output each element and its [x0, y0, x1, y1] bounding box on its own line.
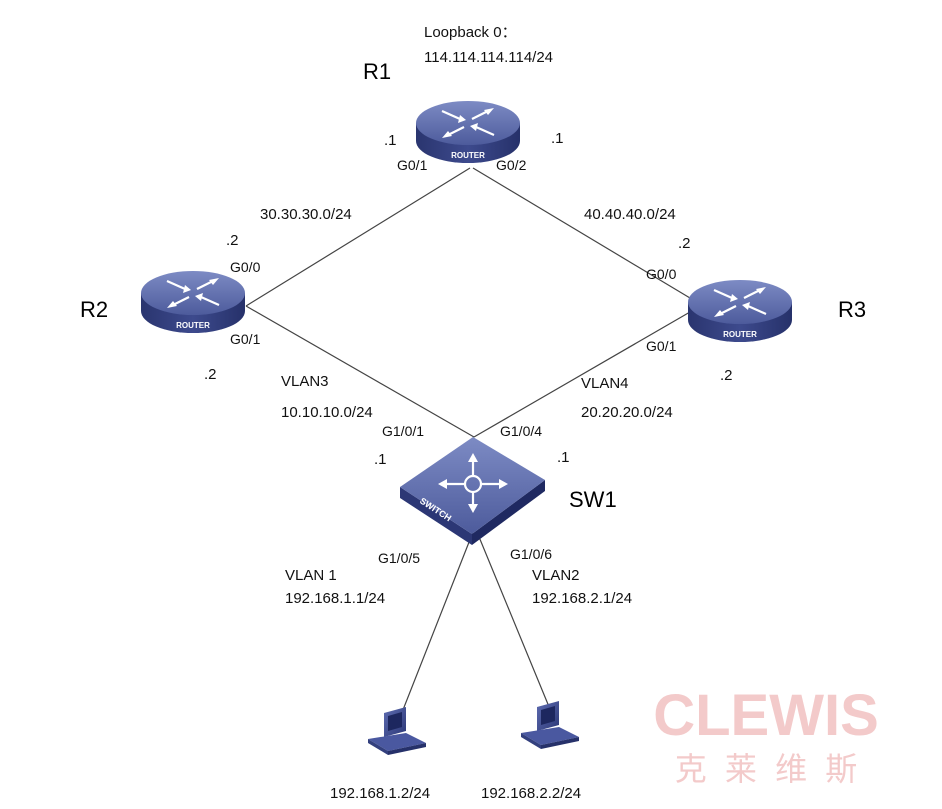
- r2-port-g0-0: G0/0: [230, 259, 261, 275]
- router-r1-type-label: ROUTER: [451, 151, 485, 160]
- sw1-port-g1-0-1: G1/0/1: [382, 423, 425, 439]
- router-r1-icon[interactable]: ROUTER: [416, 101, 520, 163]
- router-r2-type-label: ROUTER: [176, 321, 210, 330]
- r3-port-g0-0: G0/0: [646, 266, 677, 282]
- link-r3-sw1: [473, 311, 691, 438]
- sw1-port-g1-0-5: G1/0/5: [378, 550, 421, 566]
- link-r3-sw1-network: 20.20.20.0/24: [581, 404, 673, 421]
- vlan2-name: VLAN2: [532, 567, 580, 584]
- clewis-watermark-logo: CLEWIS 克 莱 维 斯: [653, 683, 879, 788]
- vlan1-name: VLAN 1: [285, 567, 337, 584]
- pc1-ip: 192.168.1.2/24: [330, 785, 431, 802]
- r1-host-right: .1: [551, 130, 564, 147]
- sw1-port-g1-0-6: G1/0/6: [510, 546, 553, 562]
- r2-host-bottom: .2: [204, 366, 217, 383]
- link-sw1-pc1: [398, 531, 474, 721]
- link-sw1-pc2: [476, 531, 553, 715]
- pc2-icon[interactable]: [521, 701, 579, 749]
- sw1-host-left: .1: [374, 451, 387, 468]
- sw1-host-right: .1: [557, 449, 570, 466]
- r1-port-g0-2: G0/2: [496, 157, 527, 173]
- links: [245, 167, 691, 721]
- link-r1-r2-network: 30.30.30.0/24: [260, 206, 352, 223]
- sw1-port-g1-0-4: G1/0/4: [500, 423, 543, 439]
- link-r3-sw1-vlan: VLAN4: [581, 375, 629, 392]
- link-r1-r3-network: 40.40.40.0/24: [584, 206, 676, 223]
- r2-name: R2: [80, 297, 109, 322]
- r2-port-g0-1: G0/1: [230, 331, 261, 347]
- loopback-address: 114.114.114.114/24: [424, 49, 554, 66]
- vlan1-gateway: 192.168.1.1/24: [285, 590, 386, 607]
- switch-sw1-icon[interactable]: SWITCH: [400, 437, 545, 545]
- router-r2-icon[interactable]: ROUTER: [141, 271, 245, 333]
- link-r2-sw1-network: 10.10.10.0/24: [281, 404, 373, 421]
- link-r1-r2: [245, 167, 471, 307]
- vlan2-gateway: 192.168.2.1/24: [532, 590, 633, 607]
- r1-host-left: .1: [384, 132, 397, 149]
- r2-host-top: .2: [226, 232, 239, 249]
- router-r3-icon[interactable]: ROUTER: [688, 280, 792, 342]
- sw1-name: SW1: [569, 487, 617, 512]
- r3-port-g0-1: G0/1: [646, 338, 677, 354]
- r3-host-bottom: .2: [720, 367, 733, 384]
- r3-name: R3: [838, 297, 867, 322]
- link-r2-sw1: [245, 305, 475, 438]
- link-r1-r3: [472, 167, 691, 299]
- pc2-ip: 192.168.2.2/24: [481, 785, 582, 802]
- link-r2-sw1-vlan: VLAN3: [281, 373, 329, 390]
- r3-host-top: .2: [678, 235, 691, 252]
- r1-port-g0-1: G0/1: [397, 157, 428, 173]
- watermark-brand: CLEWIS: [653, 683, 879, 748]
- r1-name: R1: [363, 59, 392, 84]
- loopback-title: Loopback 0：: [424, 24, 517, 41]
- watermark-chinese: 克 莱 维 斯: [675, 750, 862, 788]
- router-r3-type-label: ROUTER: [723, 330, 757, 339]
- pc1-icon[interactable]: [368, 707, 426, 755]
